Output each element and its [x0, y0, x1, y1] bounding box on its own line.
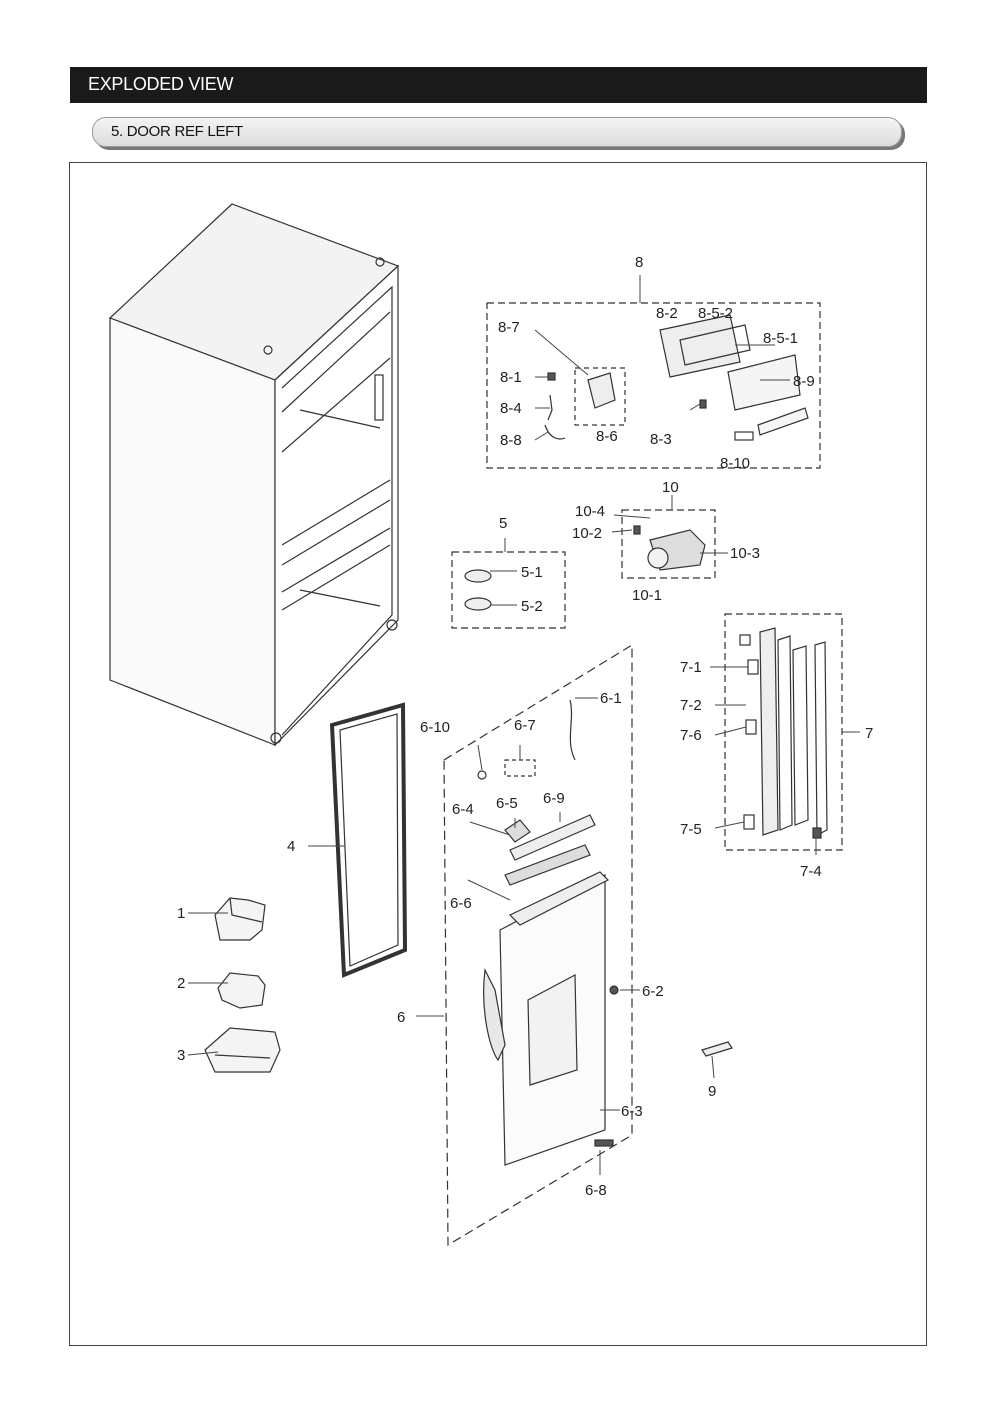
- section-title: 5. DOOR REF LEFT: [111, 123, 243, 140]
- door-bin-1: [214, 897, 266, 941]
- group-7-box: [724, 613, 843, 851]
- door-shell: [483, 871, 614, 1166]
- label-8-8: 8-8: [500, 432, 522, 449]
- label-6-8: 6-8: [585, 1182, 607, 1199]
- group-10-box: [621, 509, 716, 579]
- label-8-9: 8-9: [793, 373, 815, 390]
- refrigerator-cabinet: [108, 203, 400, 747]
- label-10: 10: [662, 479, 679, 496]
- label-8-5-2: 8-5-2: [698, 305, 733, 322]
- label-6-2: 6-2: [642, 983, 664, 1000]
- header-bar: EXPLODED VIEW: [70, 67, 927, 103]
- label-7-5: 7-5: [680, 821, 702, 838]
- label-9: 9: [708, 1083, 716, 1100]
- label-10-2: 10-2: [572, 525, 602, 542]
- label-6-9: 6-9: [543, 790, 565, 807]
- label-6-3: 6-3: [621, 1103, 643, 1120]
- label-10-3: 10-3: [730, 545, 760, 562]
- group-8-6-box: [574, 367, 626, 426]
- label-6-1: 6-1: [600, 690, 622, 707]
- door-bin-3: [204, 1027, 281, 1073]
- label-10-4: 10-4: [575, 503, 605, 520]
- label-7-1: 7-1: [680, 659, 702, 676]
- label-1: 1: [177, 905, 185, 922]
- label-8-3: 8-3: [650, 431, 672, 448]
- label-6-7: 6-7: [514, 717, 536, 734]
- label-7-6: 7-6: [680, 727, 702, 744]
- label-5-2: 5-2: [521, 598, 543, 615]
- label-6-5: 6-5: [496, 795, 518, 812]
- label-8-5-1: 8-5-1: [763, 330, 798, 347]
- group-8-box: [486, 302, 821, 469]
- label-4: 4: [287, 838, 295, 855]
- label-8-2: 8-2: [656, 305, 678, 322]
- label-5-1: 5-1: [521, 564, 543, 581]
- section-header: 5. DOOR REF LEFT: [92, 117, 902, 147]
- label-8: 8: [635, 254, 643, 271]
- page-title: EXPLODED VIEW: [88, 74, 234, 94]
- label-3: 3: [177, 1047, 185, 1064]
- label-10-1: 10-1: [632, 587, 662, 604]
- label-6-10: 6-10: [420, 719, 450, 736]
- label-7: 7: [865, 725, 873, 742]
- label-2: 2: [177, 975, 185, 992]
- door-bin-2: [217, 972, 266, 1009]
- label-5: 5: [499, 515, 507, 532]
- label-7-2: 7-2: [680, 697, 702, 714]
- door-gasket: [329, 702, 408, 978]
- label-8-7: 8-7: [498, 319, 520, 336]
- label-6-4: 6-4: [452, 801, 474, 818]
- label-7-4: 7-4: [800, 863, 822, 880]
- part-labels: 8 8-2 8-5-2 8-7 8-5-1 8-1 8-9 8-4 8-3 8-…: [177, 254, 873, 1199]
- label-6: 6: [397, 1009, 405, 1026]
- group-5-box: [451, 551, 566, 629]
- label-8-4: 8-4: [500, 400, 522, 417]
- group-6-box: [443, 643, 633, 1247]
- label-8-1: 8-1: [500, 369, 522, 386]
- diagram-frame: [69, 162, 927, 1346]
- label-8-10: 8-10: [720, 455, 750, 472]
- label-8-6: 8-6: [596, 428, 618, 445]
- label-6-6: 6-6: [450, 895, 472, 912]
